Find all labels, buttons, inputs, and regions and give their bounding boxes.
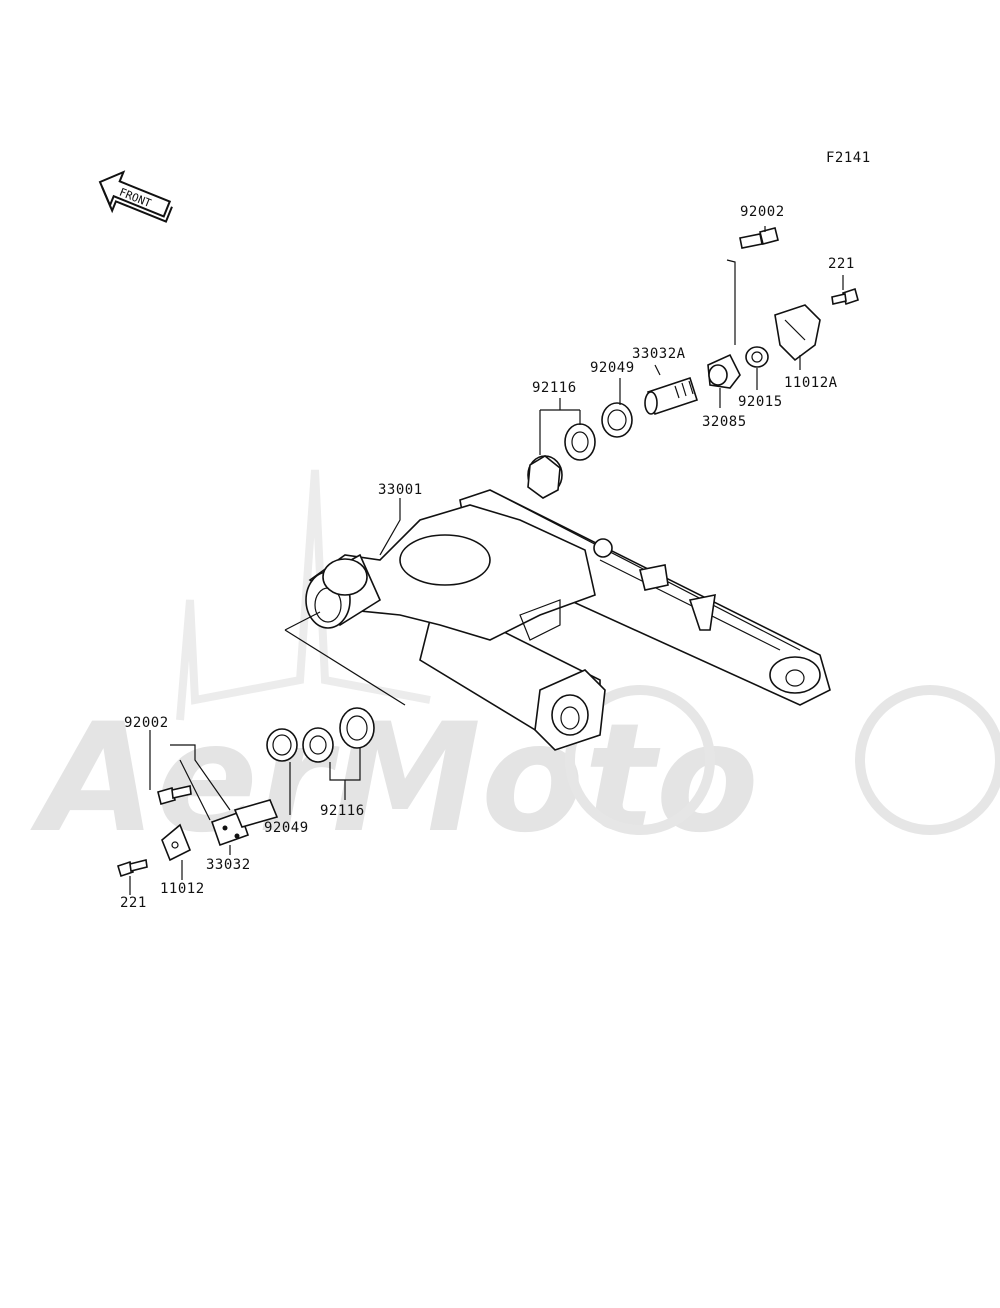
callout-92116-top: 92116	[532, 380, 577, 396]
callout-labels: 92002 221 33032A 92049 92116 32085 92015…	[120, 204, 855, 911]
watermark: AerMoto	[30, 469, 1000, 866]
callout-33032A: 33032A	[632, 346, 686, 362]
watermark-wheel-left	[565, 685, 715, 835]
callout-92002-top: 92002	[740, 204, 785, 220]
callout-92015: 92015	[738, 394, 783, 410]
watermark-logo-text: AerMoto	[30, 692, 759, 866]
callout-221-top: 221	[828, 256, 855, 272]
callout-33032: 33032	[206, 857, 251, 873]
part-92049-top	[601, 402, 633, 438]
callout-33001: 33001	[378, 482, 423, 498]
part-92015	[745, 346, 769, 368]
part-33032A	[644, 376, 699, 416]
part-32085	[707, 353, 741, 389]
part-11012	[161, 823, 192, 862]
part-221-bottom	[117, 859, 148, 878]
watermark-wheel-right	[855, 685, 1000, 835]
leader-lines	[129, 226, 844, 895]
callout-32085: 32085	[702, 414, 747, 430]
part-92002-bottom	[157, 785, 192, 805]
part-11012A	[774, 304, 821, 362]
watermark-skyline	[176, 469, 431, 721]
callout-92002-bottom: 92002	[124, 715, 169, 731]
callout-92049-bottom: 92049	[264, 820, 309, 836]
figure-code: F2141	[826, 150, 871, 166]
part-221-top	[831, 287, 859, 306]
part-33032	[210, 799, 279, 847]
part-92116-bottom	[302, 707, 375, 763]
part-92116-top	[527, 423, 596, 499]
front-arrow-icon: FRONT	[98, 170, 173, 223]
part-92002-top	[739, 227, 779, 249]
callout-92116-bottom: 92116	[320, 803, 365, 819]
callout-11012: 11012	[160, 881, 205, 897]
part-92049-bottom	[266, 728, 298, 762]
callout-92049-top: 92049	[590, 360, 635, 376]
callout-221-bottom: 221	[120, 895, 147, 911]
callout-11012A: 11012A	[784, 375, 838, 391]
swingarm-33001	[305, 489, 831, 751]
